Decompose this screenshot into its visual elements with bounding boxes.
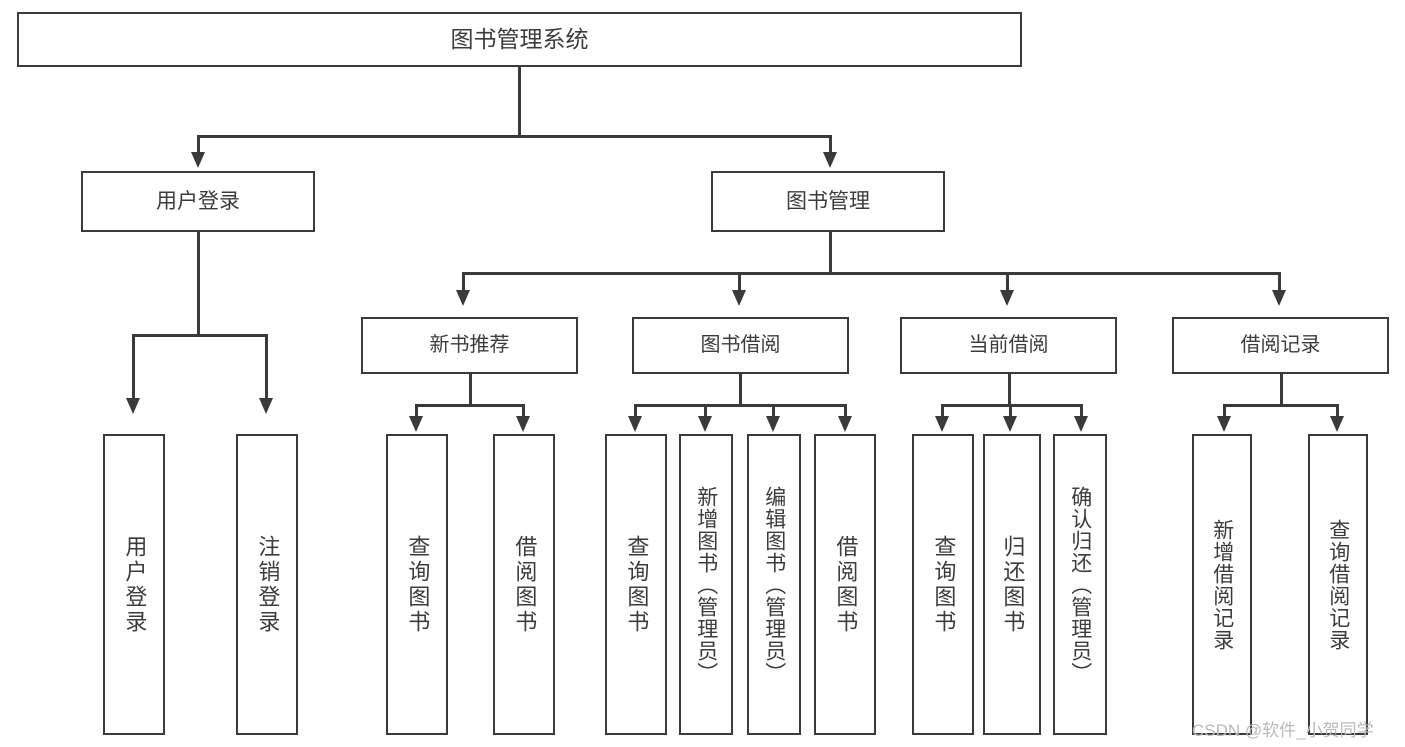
edge-to-book-manage: [829, 135, 832, 154]
edge-user-login-drop-2: [265, 334, 268, 400]
arrow-leaf-query-record: [1330, 416, 1344, 432]
node-label: 用户登录: [156, 189, 240, 213]
edge-borrow-record-stem: [1280, 374, 1283, 406]
edge-to-user-login: [197, 135, 200, 154]
arrow-leaf-logout: [259, 398, 273, 414]
leaf-user-login[interactable]: 用户登录: [103, 434, 165, 735]
leaf-query-book-borrow[interactable]: 查询图书: [605, 434, 667, 735]
node-label: 查询图书: [931, 534, 957, 635]
node-label: 新书推荐: [429, 334, 510, 357]
node-label: 新增借阅记录: [1210, 518, 1234, 651]
arrow-to-book-borrow: [732, 290, 746, 306]
edge-bb-drop-1: [634, 404, 637, 418]
leaf-query-book-recommend[interactable]: 查询图书: [386, 434, 448, 735]
arrow-leaf-borrow-book-2: [838, 416, 852, 432]
edge-root-stem: [518, 67, 521, 137]
node-user-login[interactable]: 用户登录: [81, 171, 315, 232]
edge-cb-drop-1: [941, 404, 944, 418]
leaf-query-borrow-record[interactable]: 查询借阅记录: [1308, 434, 1368, 735]
leaf-add-borrow-record[interactable]: 新增借阅记录: [1192, 434, 1252, 735]
node-label: 新增图书（管理员）: [694, 485, 718, 684]
node-label: 注销登录: [255, 534, 281, 635]
node-label: 查询图书: [405, 534, 431, 635]
node-label: 查询借阅记录: [1326, 518, 1350, 651]
node-label: 用户登录: [122, 534, 148, 635]
leaf-borrow-book-recommend[interactable]: 借阅图书: [493, 434, 555, 735]
edge-level2-bus: [197, 135, 831, 138]
edge-borrow-record-bus: [1223, 404, 1338, 407]
node-book-borrow[interactable]: 图书借阅: [632, 317, 849, 374]
node-current-borrow[interactable]: 当前借阅: [900, 317, 1117, 374]
edge-new-book-rec-stem: [469, 374, 472, 406]
edge-new-book-rec-bus: [415, 404, 524, 407]
edge-to-book-borrow: [738, 272, 741, 292]
arrow-to-borrow-record: [1272, 290, 1286, 306]
edge-user-login-bus: [132, 334, 267, 337]
edge-bb-drop-4: [844, 404, 847, 418]
arrow-leaf-add-book: [698, 416, 712, 432]
arrow-leaf-query-book-1: [409, 416, 423, 432]
arrow-leaf-query-book-2: [628, 416, 642, 432]
leaf-logout[interactable]: 注销登录: [236, 434, 298, 735]
edge-user-login-stem: [197, 232, 200, 336]
node-label: 归还图书: [1000, 534, 1026, 635]
arrow-leaf-query-book-3: [935, 416, 949, 432]
edge-level3-bus: [462, 272, 1280, 275]
leaf-query-book-current[interactable]: 查询图书: [912, 434, 974, 735]
node-root-system[interactable]: 图书管理系统: [17, 12, 1022, 67]
edge-nbr-drop-1: [415, 404, 418, 418]
arrow-leaf-borrow-book-1: [516, 416, 530, 432]
node-label: 图书管理系统: [450, 25, 589, 52]
edge-book-borrow-stem: [739, 374, 742, 406]
arrow-leaf-add-record: [1217, 416, 1231, 432]
node-label: 当前借阅: [968, 334, 1049, 357]
arrow-leaf-edit-book: [766, 416, 780, 432]
edge-bb-drop-3: [772, 404, 775, 418]
edge-br-drop-2: [1336, 404, 1339, 418]
node-book-manage[interactable]: 图书管理: [711, 171, 945, 232]
arrow-leaf-return-book: [1003, 416, 1017, 432]
arrow-leaf-user-login: [126, 398, 140, 414]
node-label: 查询图书: [624, 534, 650, 635]
edge-br-drop-1: [1223, 404, 1226, 418]
arrow-to-book-manage: [823, 152, 837, 168]
arrow-leaf-confirm-return: [1074, 416, 1088, 432]
edge-to-new-book-rec: [462, 272, 465, 292]
leaf-edit-book-admin[interactable]: 编辑图书（管理员）: [747, 434, 801, 735]
node-label: 编辑图书（管理员）: [762, 485, 786, 684]
leaf-borrow-book-borrow[interactable]: 借阅图书: [814, 434, 876, 735]
edge-book-borrow-bus: [634, 404, 846, 407]
node-label: 图书借阅: [700, 334, 781, 357]
leaf-confirm-return-admin[interactable]: 确认归还（管理员）: [1053, 434, 1107, 735]
node-label: 借阅图书: [833, 534, 859, 635]
node-new-book-recommend[interactable]: 新书推荐: [361, 317, 578, 374]
leaf-return-book[interactable]: 归还图书: [983, 434, 1041, 735]
edge-user-login-drop-1: [132, 334, 135, 400]
arrow-to-current-borrow: [1000, 290, 1014, 306]
edge-to-borrow-record: [1278, 272, 1281, 292]
edge-book-manage-stem: [829, 232, 832, 274]
leaf-add-book-admin[interactable]: 新增图书（管理员）: [679, 434, 733, 735]
node-borrow-record[interactable]: 借阅记录: [1172, 317, 1389, 374]
csdn-watermark: CSDN @软件_小贺同学: [1192, 721, 1374, 740]
node-label: 确认归还（管理员）: [1068, 485, 1092, 684]
arrow-to-user-login: [191, 152, 205, 168]
node-label: 借阅记录: [1240, 334, 1321, 357]
edge-nbr-drop-2: [522, 404, 525, 418]
edge-current-borrow-stem: [1008, 374, 1011, 406]
arrow-to-new-book-rec: [456, 290, 470, 306]
edge-cb-drop-2: [1009, 404, 1012, 418]
edge-to-current-borrow: [1006, 272, 1009, 292]
edge-current-borrow-bus: [941, 404, 1082, 407]
node-label: 借阅图书: [512, 534, 538, 635]
edge-cb-drop-3: [1080, 404, 1083, 418]
node-label: 图书管理: [786, 189, 870, 213]
edge-bb-drop-2: [704, 404, 707, 418]
